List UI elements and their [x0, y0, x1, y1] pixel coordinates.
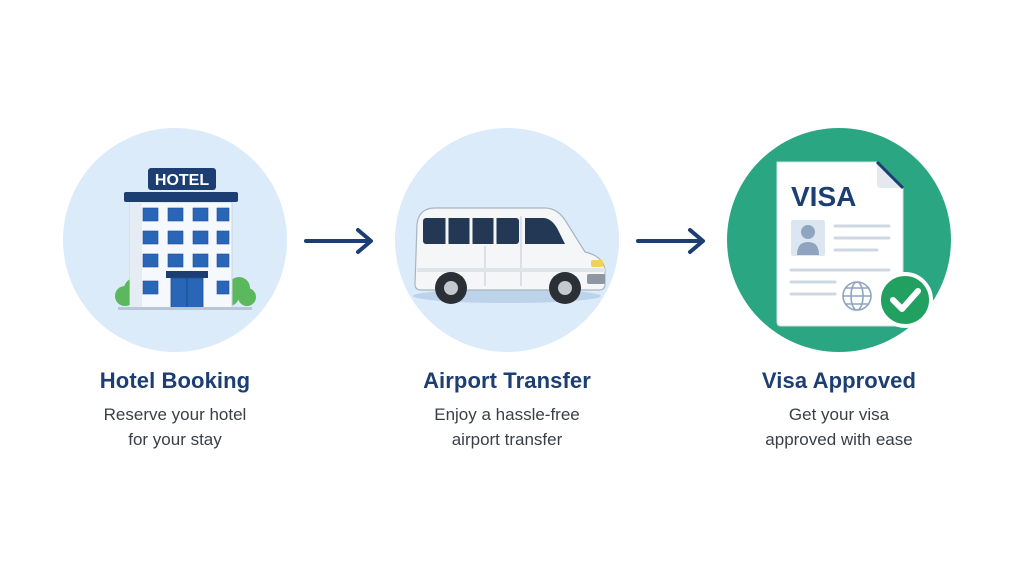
description-line: for your stay [128, 430, 222, 449]
visa-document-icon: VISA [776, 160, 933, 328]
van-circle [395, 128, 619, 352]
arrow-right-icon [304, 228, 373, 254]
step-title: Airport Transfer [423, 368, 591, 393]
arrow-right-icon [636, 228, 705, 254]
step-description: Enjoy a hassle-free airport transfer [377, 402, 637, 452]
visa-heading-text: VISA [791, 181, 856, 212]
step-title: Visa Approved [761, 368, 917, 393]
description-line: Get your visa [788, 405, 890, 424]
globe-icon [842, 281, 872, 311]
step-description: Reserve your hotel for your stay [45, 402, 305, 452]
airport-van-icon [413, 207, 606, 304]
hotel-circle: HOTEL [63, 128, 287, 352]
hotel-sign-text: HOTEL [155, 172, 209, 189]
step-visa-approved: VISA [709, 128, 969, 452]
step-title: Hotel Booking [99, 368, 251, 393]
description-line: approved with ease [765, 430, 913, 449]
visa-circle: VISA [727, 128, 951, 352]
step-hotel-booking: HOTEL Hotel Booking Reserve your hotel f… [45, 128, 305, 452]
description-line: Reserve your hotel [103, 405, 247, 424]
check-badge-icon [877, 272, 933, 328]
step-airport-transfer: Airport Transfer Enjoy a hassle-free air… [377, 128, 637, 452]
step-description: Get your visa approved with ease [709, 402, 969, 452]
description-line: Enjoy a hassle-free [434, 405, 580, 424]
description-line: airport transfer [451, 430, 563, 449]
hotel-building-icon: HOTEL [115, 168, 256, 310]
